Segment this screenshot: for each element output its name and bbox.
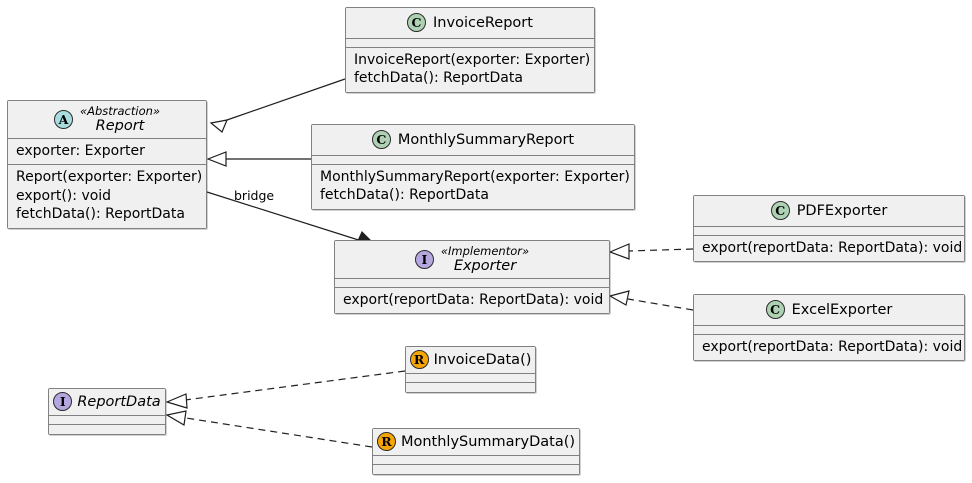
attributes-compartment — [694, 227, 964, 236]
stereotype-label: «Abstraction» — [80, 104, 160, 118]
class-icon: C — [765, 300, 785, 319]
class-name: ExcelExporter — [791, 301, 893, 318]
class-box-excel-exporter[interactable]: C ExcelExporter export(reportData: Repor… — [693, 294, 965, 362]
realization-arrowhead — [608, 290, 630, 306]
realization-arrowhead — [165, 393, 188, 409]
method-row: fetchData(): ReportData — [16, 206, 185, 223]
method-row: export(reportData: ReportData): void — [343, 291, 604, 308]
class-box-monthly-summary-data[interactable]: R MonthlySummaryData() — [372, 428, 580, 475]
edge-label-bridge: bridge — [234, 188, 275, 203]
method-row: InvoiceReport(exporter: Exporter) — [354, 52, 591, 68]
class-box-exporter[interactable]: I «Implementor» Exporter export(reportDa… — [334, 240, 610, 315]
class-icon: C — [770, 201, 790, 220]
class-header-exporter: I «Implementor» Exporter — [335, 241, 609, 279]
method-row: export(reportData: ReportData): void — [702, 240, 963, 256]
class-box-monthly-summary-report[interactable]: C MonthlySummaryReport MonthlySummaryRep… — [311, 124, 635, 210]
realization-arrowhead — [165, 410, 187, 426]
edge-pdf-exporter-implements-exporter — [608, 243, 694, 260]
method-row: fetchData(): ReportData — [354, 70, 523, 87]
methods-compartment: export(reportData: ReportData): void — [335, 287, 609, 314]
class-box-pdf-exporter[interactable]: C PDFExporter export(reportData: ReportD… — [693, 195, 965, 263]
class-name: Report — [95, 117, 145, 134]
class-box-invoice-report[interactable]: C InvoiceReport InvoiceReport(exporter: … — [345, 7, 595, 93]
class-header-invoice-report: C InvoiceReport — [346, 8, 594, 39]
class-name: MonthlySummaryReport — [397, 131, 575, 148]
methods-compartment — [49, 425, 165, 434]
methods-compartment: export(reportData: ReportData): void — [694, 236, 964, 262]
edge-monthly-summary-report-extends-report — [206, 151, 311, 167]
class-name: PDFExporter — [796, 202, 888, 219]
class-icon: C — [407, 13, 427, 32]
edge-invoice-data-implements-report-data — [165, 370, 406, 409]
attributes-compartment — [49, 416, 165, 425]
method-row: export(reportData: ReportData): void — [702, 339, 963, 355]
attributes-compartment: exporter: Exporter — [8, 138, 206, 166]
class-name: ReportData — [77, 393, 161, 410]
class-box-report[interactable]: A «Abstraction» Report exporter: Exporte… — [7, 100, 207, 229]
class-header-invoice-data: R InvoiceData() — [406, 347, 535, 374]
class-name: InvoiceReport — [433, 14, 533, 31]
methods-compartment — [406, 383, 535, 392]
attributes-compartment — [312, 156, 634, 165]
methods-compartment: InvoiceReport(exporter: Exporter) fetchD… — [346, 48, 594, 92]
class-box-invoice-data[interactable]: R InvoiceData() — [405, 346, 536, 393]
class-header-monthly-summary-data: R MonthlySummaryData() — [373, 429, 579, 456]
class-name: MonthlySummaryData() — [400, 433, 576, 450]
method-row: MonthlySummaryReport(exporter: Exporter) — [320, 169, 630, 185]
class-header-report: A «Abstraction» Report — [8, 101, 206, 139]
class-icon: C — [371, 130, 391, 149]
methods-compartment: Report(exporter: Exporter) export(): voi… — [8, 165, 206, 228]
method-row: Report(exporter: Exporter) — [16, 169, 203, 186]
class-header-report-data: I ReportData — [49, 389, 165, 416]
method-row: fetchData(): ReportData — [320, 187, 489, 204]
record-icon: R — [376, 432, 396, 451]
method-row: export(): void — [16, 187, 112, 204]
methods-compartment: MonthlySummaryReport(exporter: Exporter)… — [312, 165, 634, 209]
attributes-compartment — [373, 456, 579, 465]
interface-icon: I — [414, 249, 434, 269]
class-header-monthly-summary-report: C MonthlySummaryReport — [312, 125, 634, 156]
class-header-pdf-exporter: C PDFExporter — [694, 196, 964, 227]
stereotype-label: «Implementor» — [440, 244, 530, 258]
class-box-report-data[interactable]: I ReportData — [48, 388, 166, 435]
methods-compartment — [373, 465, 579, 474]
generalization-arrowhead — [206, 151, 227, 167]
edge-monthly-summary-data-implements-report-data — [165, 410, 373, 448]
attribute-row: exporter: Exporter — [16, 142, 145, 159]
interface-icon: I — [53, 392, 73, 411]
class-header-excel-exporter: C ExcelExporter — [694, 295, 964, 326]
attributes-compartment — [406, 374, 535, 383]
generalization-arrowhead — [209, 119, 228, 133]
realization-arrowhead — [608, 243, 630, 260]
attributes-compartment — [335, 278, 609, 288]
attributes-compartment — [694, 326, 964, 335]
class-name: Exporter — [453, 257, 517, 274]
class-name: InvoiceData() — [433, 351, 532, 368]
methods-compartment: export(reportData: ReportData): void — [694, 335, 964, 361]
abstract-icon: A — [54, 109, 73, 129]
attributes-compartment — [346, 39, 594, 48]
record-icon: R — [409, 350, 429, 369]
edge-excel-exporter-implements-exporter — [608, 290, 694, 311]
